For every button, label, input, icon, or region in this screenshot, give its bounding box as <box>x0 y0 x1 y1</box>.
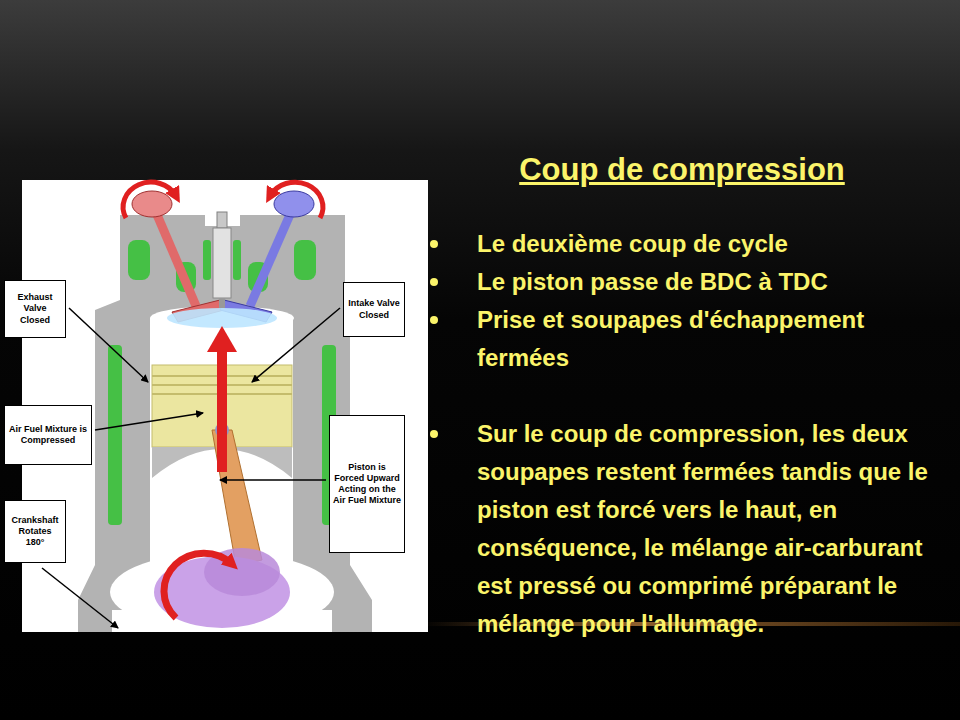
leader-line <box>220 479 326 481</box>
intake-valve-stem <box>250 210 292 306</box>
callout-box: Air Fuel Mixture is Compressed <box>4 405 92 465</box>
rotation-arrow <box>123 182 176 218</box>
spark-plug-electrode <box>219 298 225 308</box>
callout-content: Piston is Forced Upward Acting on the Ai… <box>333 462 401 507</box>
bullet-item: Prise et soupapes d'échappement fermées <box>428 301 956 377</box>
callout-label: Crankshaft Rotates 180° <box>8 515 62 549</box>
intake-tappet <box>274 191 314 217</box>
callout-label: Exhaust Valve Closed <box>8 292 62 326</box>
bullet-dot <box>430 278 438 286</box>
callout-label: Piston is Forced Upward Acting on the Ai… <box>333 462 401 507</box>
water-jacket <box>294 240 316 280</box>
bullet-text: Le deuxième coup de cycle <box>477 225 956 263</box>
water-jacket <box>203 240 211 280</box>
spark-plug-terminal <box>217 212 227 228</box>
bullet-text: Sur le coup de compression, les deux sou… <box>477 415 956 643</box>
callout-content: Crankshaft Rotates 180° <box>8 515 62 549</box>
bullet-dot <box>430 430 438 438</box>
callout-box: Crankshaft Rotates 180° <box>4 500 66 563</box>
callout-content: Exhaust Valve Closed <box>8 292 62 326</box>
water-jacket <box>108 345 122 525</box>
bullet-item: Le deuxième coup de cycle <box>428 225 956 263</box>
leader-line <box>95 413 203 430</box>
upward-arrow <box>217 348 227 472</box>
leader-line <box>42 568 118 628</box>
spark-plug <box>213 228 231 298</box>
water-jacket <box>128 240 150 280</box>
callout-label: Intake Valve Closed <box>347 298 401 321</box>
bullet-list: Le deuxième coup de cycleLe piston passe… <box>428 225 956 643</box>
bullet-text: Le piston passe de BDC à TDC <box>477 263 956 301</box>
compressed-mixture <box>167 308 277 328</box>
callout-label: Air Fuel Mixture is Compressed <box>8 424 88 447</box>
bullet-dot <box>430 316 438 324</box>
engine-block <box>78 215 372 632</box>
callout-box: Exhaust Valve Closed <box>4 280 66 338</box>
leader-line <box>252 308 340 382</box>
slide-title: Coup de compression <box>462 152 902 188</box>
exhaust-valve-stem <box>155 210 196 306</box>
rotation-arrow <box>270 182 323 218</box>
bullet-dot <box>430 240 438 248</box>
callout-content: Intake Valve Closed <box>347 298 401 321</box>
exhaust-tappet <box>132 191 172 217</box>
bullet-item: Sur le coup de compression, les deux sou… <box>428 415 956 643</box>
cylinder-bore <box>150 318 293 568</box>
callout-box: Intake Valve Closed <box>343 282 405 337</box>
callout-box: Piston is Forced Upward Acting on the Ai… <box>329 415 405 553</box>
leader-line <box>69 308 148 382</box>
rotation-arrow <box>164 553 232 618</box>
callout-content: Air Fuel Mixture is Compressed <box>8 424 88 447</box>
bullet-item: Le piston passe de BDC à TDC <box>428 263 956 301</box>
water-jacket <box>233 240 241 280</box>
bullet-text: Prise et soupapes d'échappement fermées <box>477 301 956 377</box>
upward-arrow-head <box>207 326 237 352</box>
